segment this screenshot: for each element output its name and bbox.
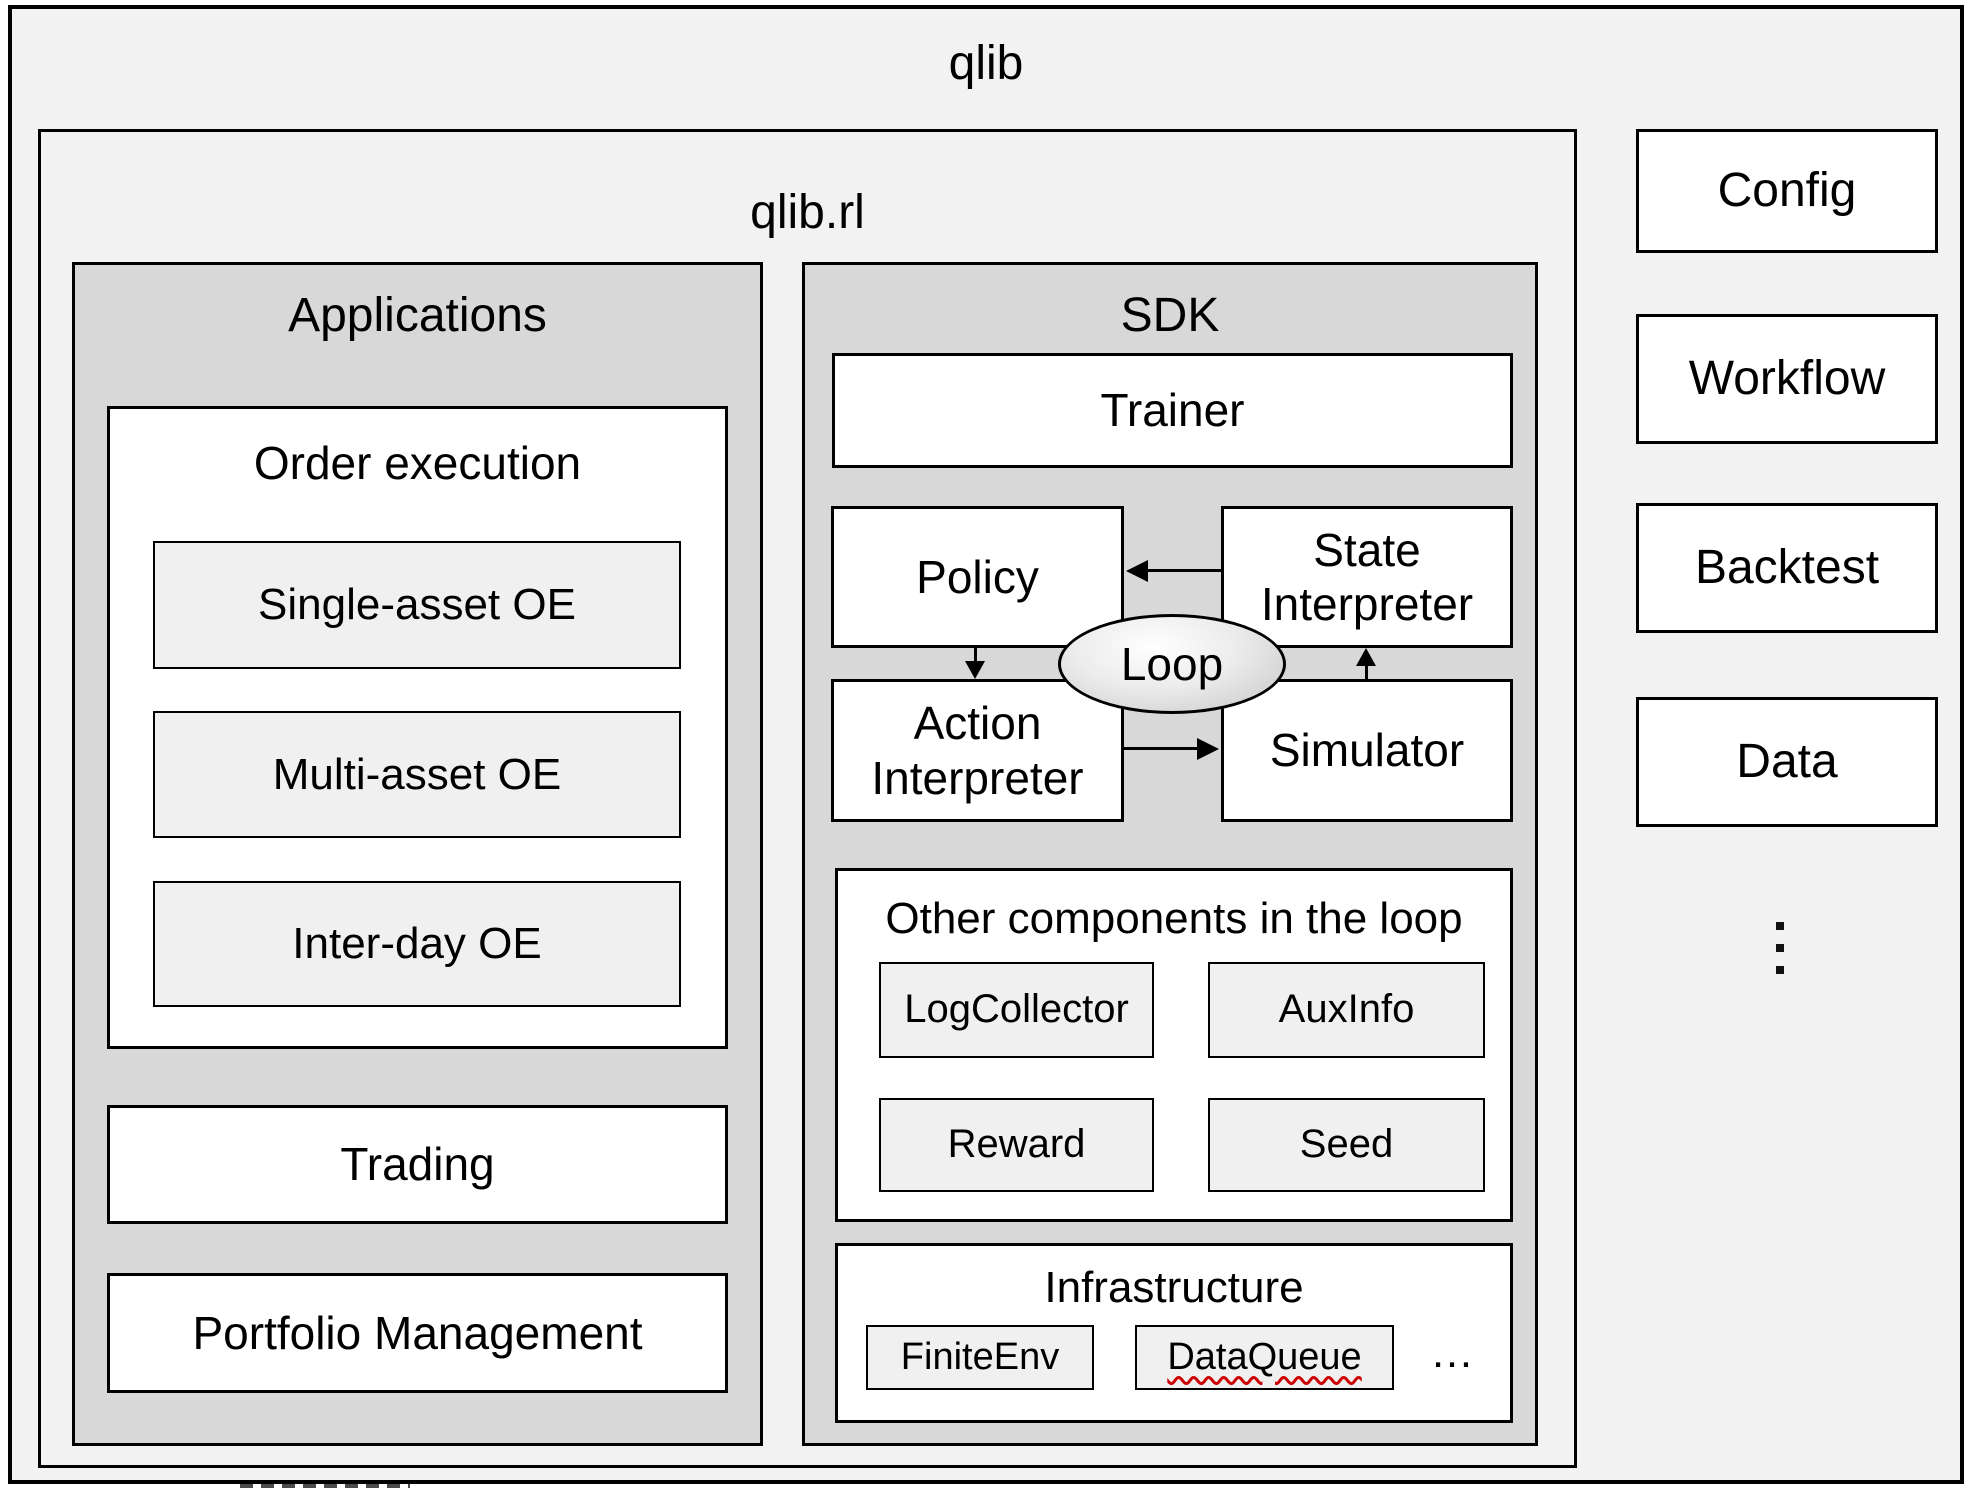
single-asset-oe-box: Single-asset OE — [153, 541, 681, 669]
logcollector-box: LogCollector — [879, 962, 1154, 1058]
trading-box: Trading — [107, 1105, 728, 1224]
qlib-rl-title: qlib.rl — [750, 186, 865, 239]
clipped-caption-fragment — [240, 1484, 410, 1488]
trainer-box: Trainer — [832, 353, 1513, 468]
auxinfo-box: AuxInfo — [1208, 962, 1485, 1058]
finiteenv-box: FiniteEnv — [866, 1325, 1094, 1390]
inter-day-oe-box: Inter-day OE — [153, 881, 681, 1007]
qlib-title: qlib — [948, 37, 1024, 90]
loop-ellipse: Loop — [1058, 614, 1286, 714]
config-box: Config — [1636, 129, 1938, 253]
dataqueue-label: DataQueue — [1167, 1336, 1362, 1379]
seed-box: Seed — [1208, 1098, 1485, 1192]
infrastructure-title: Infrastructure — [1044, 1263, 1304, 1312]
backtest-box: Backtest — [1636, 503, 1938, 633]
order-execution-title: Order execution — [253, 437, 582, 489]
portfolio-management-box: Portfolio Management — [107, 1273, 728, 1393]
infrastructure-ellipsis: … — [1430, 1327, 1474, 1377]
reward-box: Reward — [879, 1098, 1154, 1192]
data-box: Data — [1636, 697, 1938, 827]
sdk-title: SDK — [1120, 289, 1220, 342]
vertical-ellipsis-icon — [1776, 922, 1784, 974]
applications-title: Applications — [288, 289, 547, 342]
multi-asset-oe-box: Multi-asset OE — [153, 711, 681, 838]
simulator-box: Simulator — [1221, 679, 1513, 822]
state-interpreter-box: State Interpreter — [1221, 506, 1513, 648]
action-interpreter-box: Action Interpreter — [831, 679, 1124, 822]
policy-box: Policy — [831, 506, 1124, 648]
workflow-box: Workflow — [1636, 314, 1938, 444]
other-components-title: Other components in the loop — [885, 894, 1463, 943]
dataqueue-box: DataQueue — [1135, 1325, 1394, 1390]
